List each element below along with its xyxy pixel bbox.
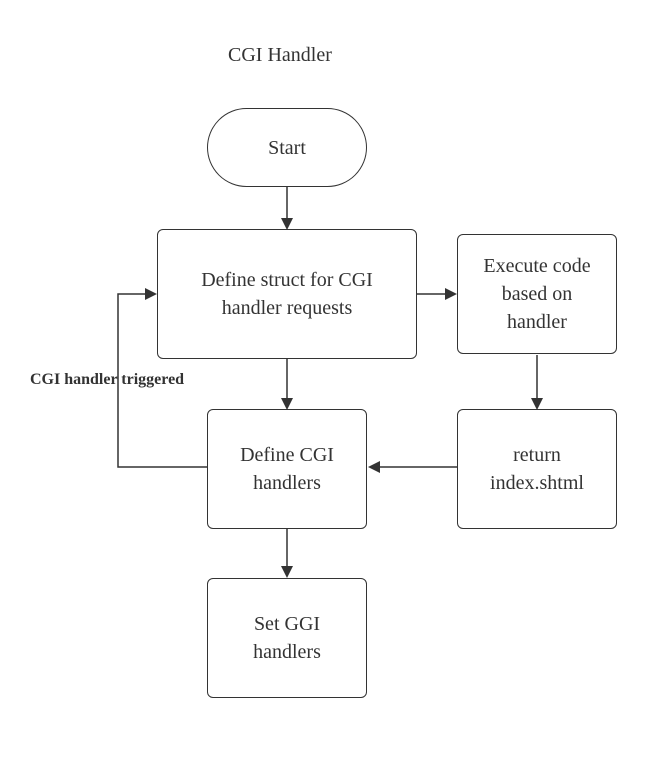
edge-loop-handler-triggered	[117, 288, 207, 468]
start-label: Start	[268, 136, 306, 159]
define-handlers-label: Define CGI handlers	[240, 444, 334, 494]
set-handlers-node: Set GGI handlers	[207, 578, 367, 698]
execute-code-node: Execute code based on handler	[457, 234, 617, 354]
start-terminal: Start	[207, 108, 367, 187]
diagram-title: CGI Handler	[228, 44, 332, 66]
execute-code-label: Execute code based on handler	[483, 255, 591, 333]
define-struct-label: Define struct for CGI handler requests	[201, 269, 373, 319]
return-index-node: return index.shtml	[457, 409, 617, 529]
define-struct-node: Define struct for CGI handler requests	[157, 229, 417, 359]
set-handlers-label: Set GGI handlers	[253, 613, 321, 663]
loop-edge-label: CGI handler triggered	[30, 371, 185, 388]
define-handlers-node: Define CGI handlers	[207, 409, 367, 529]
return-index-label: return index.shtml	[490, 444, 584, 494]
